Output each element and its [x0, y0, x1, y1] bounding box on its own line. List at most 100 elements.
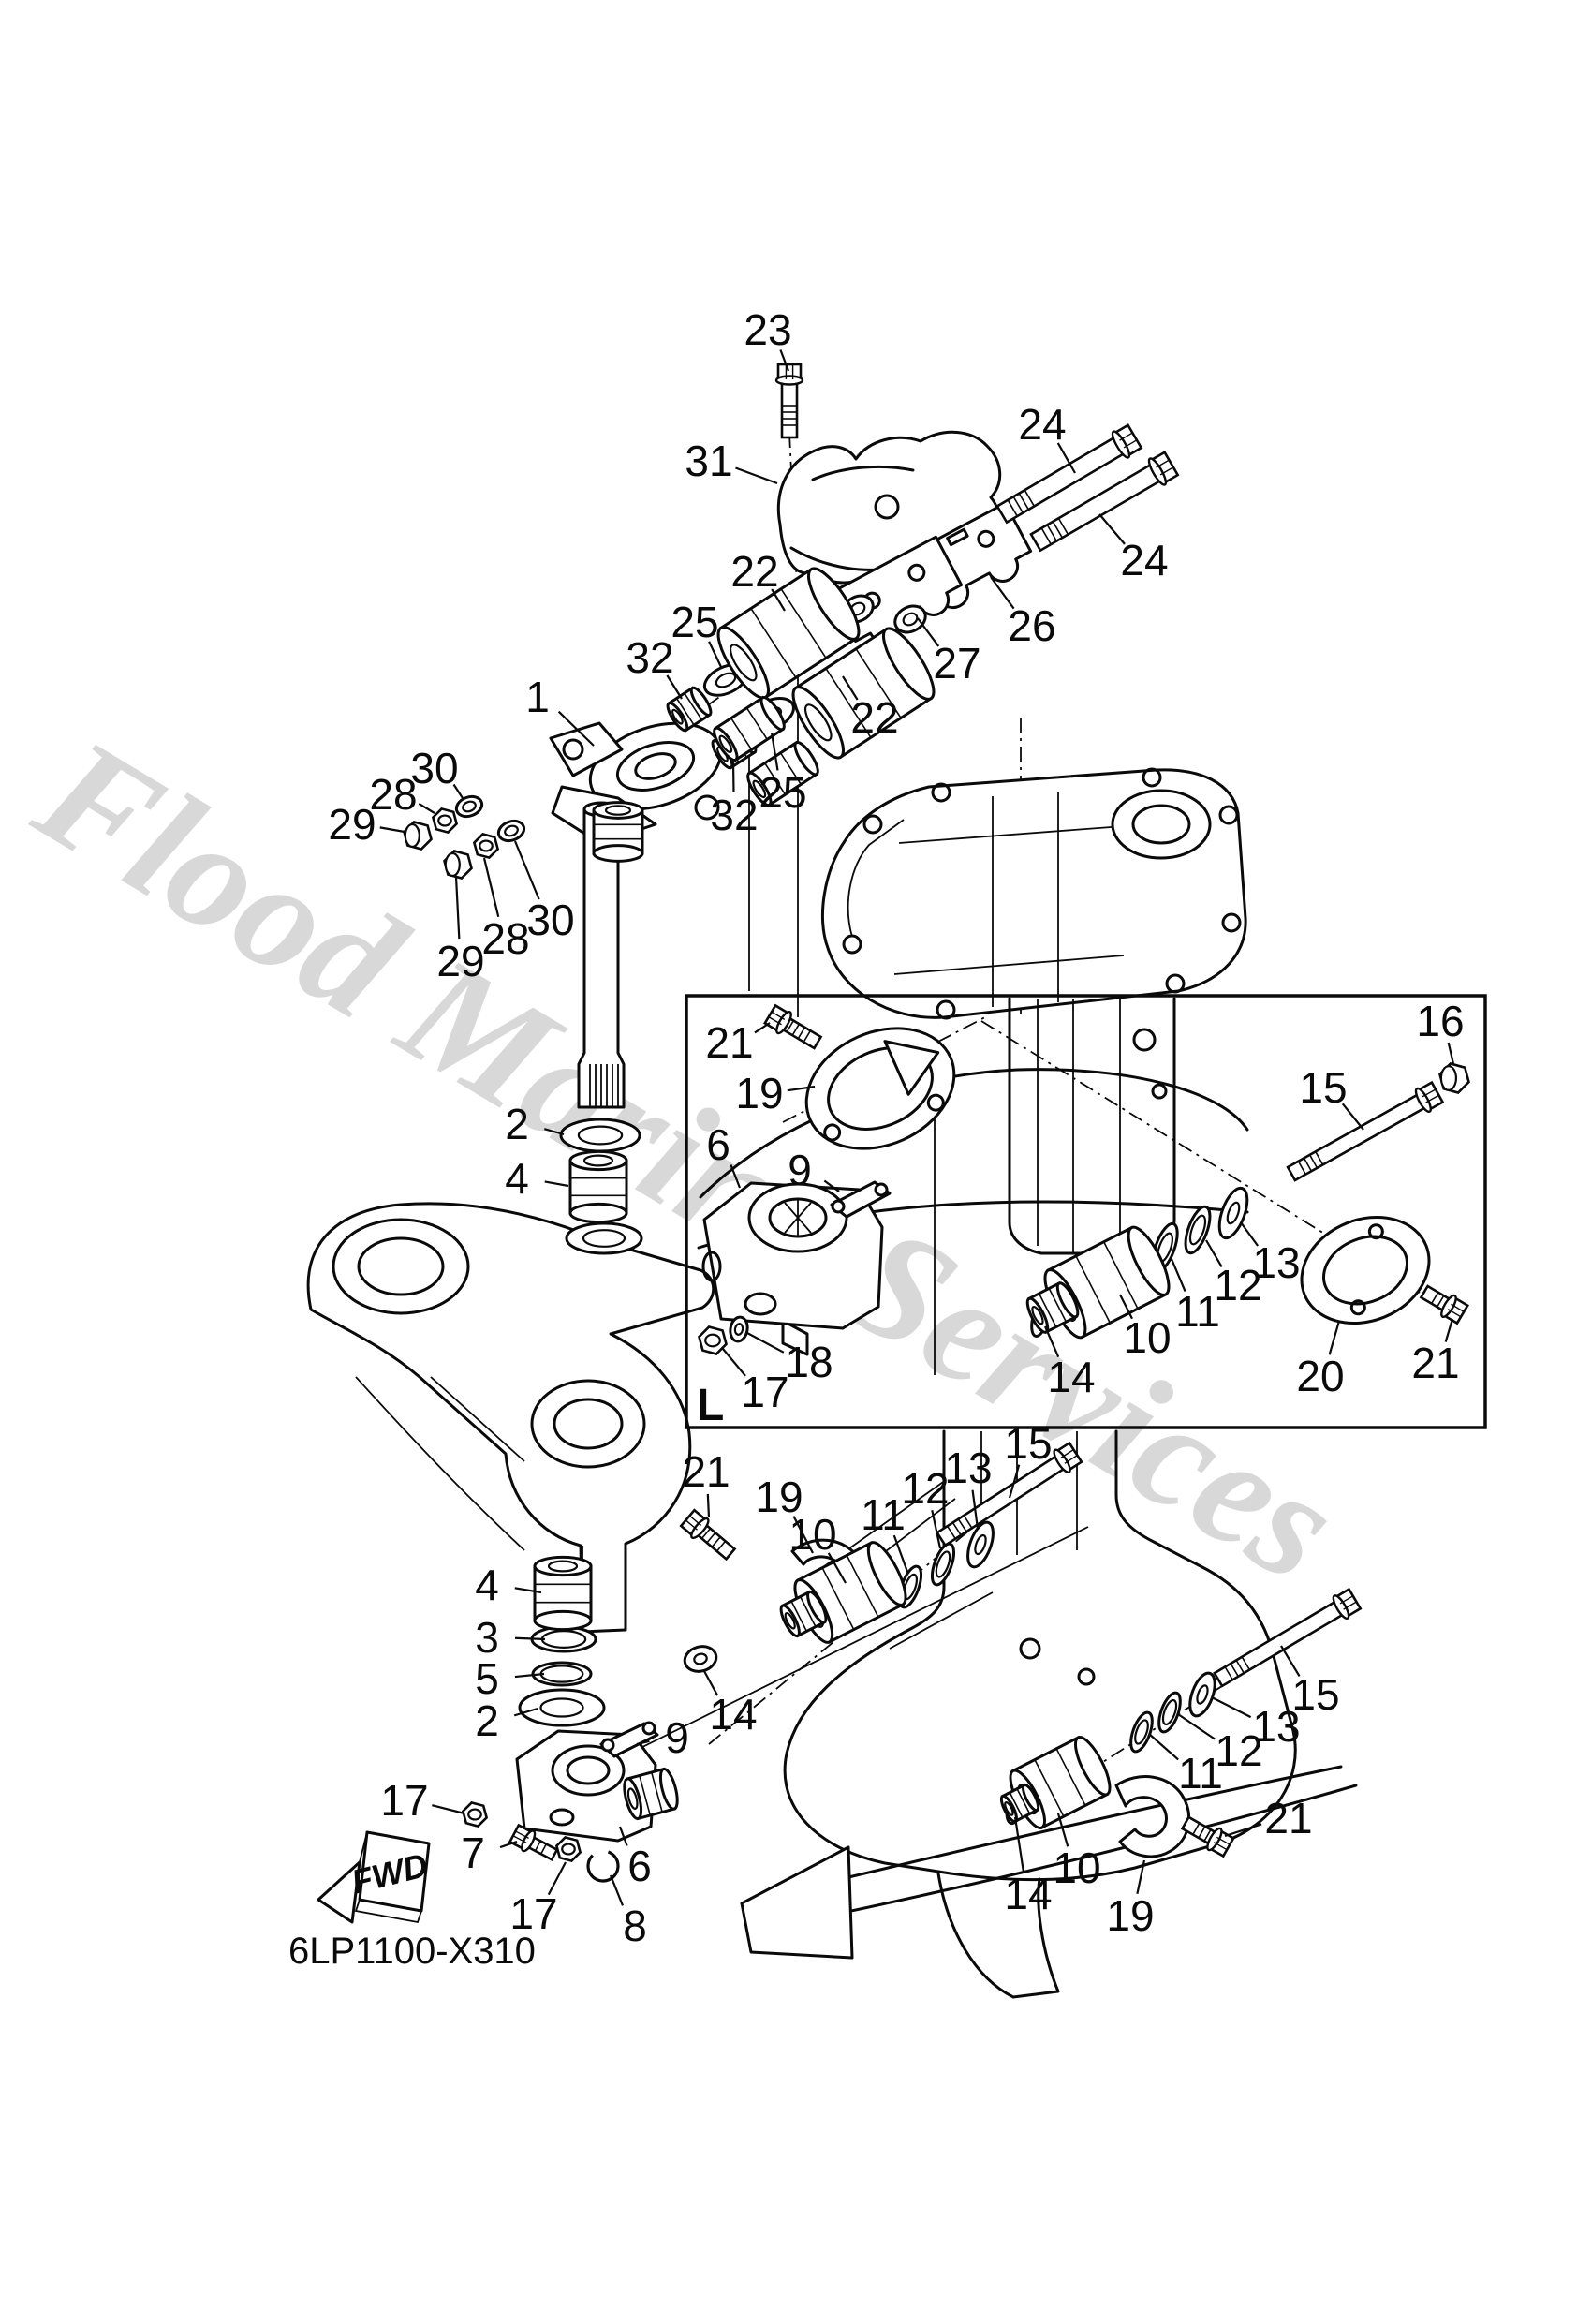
bolt-flange: [775, 1010, 792, 1035]
bushing-groove: [1009, 1792, 1024, 1818]
callout-number: 19: [1106, 1891, 1154, 1940]
bushing-groove: [1075, 1255, 1112, 1324]
callout-number: 11: [861, 1490, 906, 1539]
callout-number: 6: [627, 1842, 652, 1890]
bushing-end: [806, 1590, 828, 1624]
bolt-flange: [690, 1517, 710, 1540]
crankcase-art: [820, 767, 1247, 1020]
bushing-bore: [671, 708, 684, 725]
bushing-groove: [730, 718, 753, 750]
bushing-groove: [745, 707, 768, 740]
callout-number: 17: [741, 1368, 788, 1416]
bushing-bore: [729, 644, 758, 682]
leader-line: [787, 1085, 816, 1092]
nut-bore: [561, 1843, 576, 1856]
bolt: [762, 1003, 823, 1050]
bolt: [1286, 1080, 1445, 1182]
bolt: [1419, 1284, 1469, 1325]
callout-number: 24: [1120, 536, 1168, 585]
bolt-head-facet: [1156, 459, 1170, 468]
leader-line: [1136, 1859, 1146, 1894]
nut-bore: [467, 1808, 482, 1821]
callout-number: 25: [759, 768, 806, 817]
bushing-bore: [547, 1560, 579, 1573]
stay-9-art: [830, 1180, 892, 1219]
bushing: [592, 801, 644, 863]
bushing-end: [533, 1609, 593, 1632]
leader-line: [1119, 1294, 1133, 1320]
leader-line: [482, 857, 500, 918]
bolt-thread: [1241, 1656, 1251, 1670]
callout-layer: 2331242426272222252532321302829292830242…: [328, 305, 1464, 1950]
leader-line: [1056, 442, 1076, 474]
callout-number: 12: [901, 1464, 949, 1513]
nut-bore: [437, 814, 452, 827]
callout-number: 23: [744, 305, 791, 354]
hex-nut: [698, 1325, 728, 1355]
callout-number: 29: [328, 800, 376, 849]
bushing-end: [689, 686, 713, 717]
washer-inner: [974, 1533, 987, 1556]
bushing: [533, 1555, 593, 1632]
cap-nut: [1438, 1062, 1470, 1094]
leader-line: [1447, 1042, 1455, 1065]
bushing-groove: [1038, 1293, 1057, 1327]
callout-number: 12: [1214, 1261, 1261, 1310]
callout-number: 19: [735, 1069, 783, 1118]
bushing-groove: [750, 608, 797, 678]
inset-view-label: L: [697, 1381, 724, 1430]
callout-number: 10: [1053, 1843, 1100, 1892]
bushing-groove: [1016, 1788, 1031, 1814]
bushing-groove: [1102, 1241, 1139, 1310]
leader-line: [609, 1874, 625, 1906]
washer-inner: [504, 824, 519, 837]
bolt-thread: [1436, 1295, 1445, 1308]
callout-number: 14: [1047, 1353, 1095, 1401]
leader-line: [730, 1164, 742, 1189]
bushing-groove: [650, 1771, 663, 1813]
nut-dome: [404, 822, 420, 849]
washer-inner: [539, 1665, 584, 1683]
callout-number: 5: [475, 1654, 499, 1703]
bolt-thread: [803, 1029, 812, 1043]
bushing-groove: [855, 648, 902, 718]
callout-number: 8: [623, 1902, 647, 1950]
cover-20-art: [1300, 1215, 1431, 1325]
bushing-bore: [582, 1154, 614, 1167]
washer: [966, 1520, 995, 1569]
washer-inner: [1134, 1719, 1149, 1745]
bolt-thread: [1024, 489, 1036, 507]
bolt: [774, 363, 804, 439]
hex-nut: [461, 1800, 489, 1828]
callout-number: 7: [461, 1828, 485, 1877]
washer-inner: [1196, 1684, 1209, 1705]
leader-line: [735, 466, 778, 485]
callout-number: 21: [705, 1018, 753, 1067]
part-code: 6LP1100-X310: [288, 1931, 536, 1972]
washer: [1217, 1186, 1249, 1240]
leader-line: [618, 1826, 628, 1846]
callout-number: 22: [730, 547, 778, 596]
bushing-end: [793, 741, 819, 777]
circlip: [586, 1849, 620, 1883]
washer-inner: [693, 1652, 708, 1665]
leader-line: [770, 732, 779, 771]
bolt-flange: [521, 1829, 537, 1853]
bushing-bore: [752, 779, 767, 799]
bolt-thread: [791, 1023, 801, 1036]
leader-line: [454, 876, 461, 940]
bolt-head-facet: [515, 1830, 529, 1840]
leader-line: [636, 1739, 650, 1746]
bushing: [666, 686, 713, 733]
callout-number: 11: [1178, 1749, 1223, 1798]
leader-line: [1211, 1696, 1252, 1719]
washer: [683, 1645, 718, 1673]
leader-line: [666, 674, 683, 700]
bolt-head-facet: [512, 1835, 527, 1843]
leader-line: [1008, 1464, 1021, 1499]
bushing-end: [592, 844, 644, 863]
washer: [530, 1625, 597, 1653]
bushing: [746, 740, 819, 807]
